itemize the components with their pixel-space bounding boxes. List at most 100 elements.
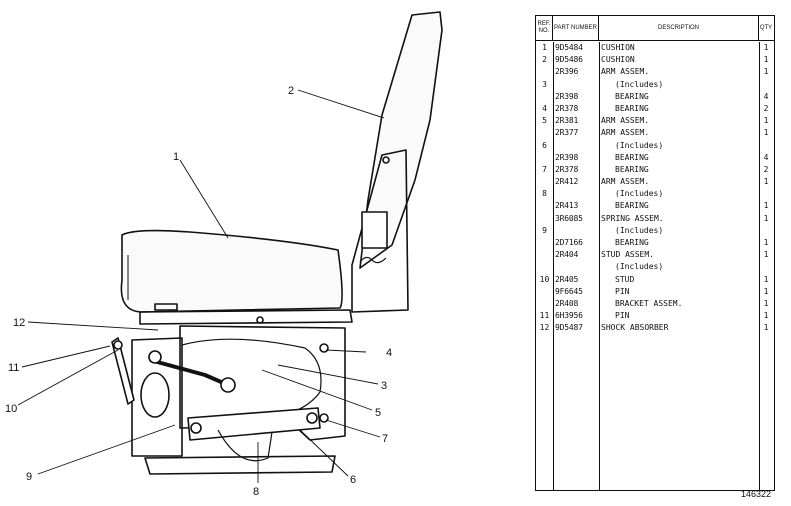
- description-cell: BEARING: [615, 201, 649, 211]
- part-number-cell: [553, 140, 599, 152]
- part-number-cell: [553, 188, 599, 200]
- description-cell: (Includes): [615, 225, 664, 235]
- qty-cell: 1: [763, 55, 769, 65]
- ref-cell: 4: [542, 103, 547, 113]
- part-number-cell: [553, 79, 599, 91]
- table-row: 3(Includes): [536, 79, 774, 91]
- ref-cell: [536, 200, 553, 212]
- header-part-number: PART NUMBER: [553, 16, 599, 40]
- qty-cell: 2: [763, 164, 769, 174]
- description-cell: ARM ASSEM.: [601, 128, 650, 138]
- qty-cell: 1: [763, 43, 769, 52]
- table-row: 2R398 BEARING 4: [536, 91, 774, 103]
- ref-cell: 7: [542, 164, 547, 174]
- table-row: 1 9D5484 CUSHION 1: [536, 42, 774, 54]
- part-number-cell: [553, 225, 599, 237]
- part-number-cell: 2R398: [555, 91, 579, 101]
- description-cell: BEARING: [615, 91, 649, 101]
- description-cell: ARM ASSEM.: [601, 116, 650, 126]
- part-number-cell: 2R412: [555, 177, 579, 187]
- description-cell: SHOCK ABSORBER: [601, 323, 669, 333]
- table-header: REF. NO. PART NUMBER DESCRIPTION QTY: [536, 16, 774, 41]
- part-number-cell: 2R405: [555, 274, 579, 284]
- qty-cell: 1: [763, 116, 769, 126]
- callout-5: 5: [375, 407, 381, 419]
- part-number-cell: 3R6085: [555, 213, 583, 223]
- header-description: DESCRIPTION: [599, 16, 759, 40]
- bracket-window: [361, 211, 388, 249]
- qty-cell: 1: [763, 250, 769, 260]
- ref-cell: 2: [542, 55, 547, 65]
- qty-cell: 1: [763, 128, 769, 138]
- ref-cell: [536, 286, 553, 298]
- ref-cell: [536, 91, 553, 103]
- description-cell: (Includes): [615, 140, 664, 150]
- ref-cell: [536, 127, 553, 139]
- description-cell: SPRING ASSEM.: [601, 213, 664, 223]
- description-cell: BRACKET ASSEM.: [615, 298, 683, 308]
- ref-cell: 9: [542, 225, 547, 235]
- callout-12: 12: [13, 317, 25, 329]
- part-number-cell: 2R404: [555, 250, 579, 260]
- qty-cell: 1: [763, 238, 769, 247]
- adjust-lever: [111, 337, 135, 405]
- part-number-cell: [553, 261, 599, 273]
- description-cell: ARM ASSEM.: [601, 67, 650, 77]
- ref-cell: [536, 237, 553, 249]
- part-number-cell: 2R408: [555, 298, 579, 308]
- ref-cell: 5: [542, 116, 547, 126]
- table-row: 6 (Includes): [536, 140, 774, 152]
- ref-cell: [536, 213, 553, 225]
- seat-back-bracket: [351, 149, 409, 313]
- description-cell: (Includes): [615, 262, 664, 272]
- qty-cell: 1: [763, 177, 769, 187]
- part-number-cell: 2R398: [555, 152, 579, 162]
- qty-cell: [759, 188, 773, 200]
- description-cell: BEARING: [615, 152, 649, 162]
- ref-cell: [536, 66, 553, 78]
- callout-1: 1: [173, 151, 179, 163]
- left-frame: [131, 337, 183, 457]
- description-cell: BEARING: [615, 238, 649, 247]
- part-number-cell: 9D5487: [555, 323, 583, 333]
- description-cell: CUSHION: [601, 43, 635, 52]
- part-number-cell: 2D7166: [555, 238, 583, 247]
- qty-cell: [759, 79, 773, 91]
- ref-cell: 6: [542, 140, 547, 150]
- top-plate: [139, 309, 353, 325]
- qty-cell: 1: [763, 274, 769, 284]
- callout-2: 2: [288, 85, 294, 97]
- table-row: 2D7166 BEARING 1: [536, 237, 774, 249]
- ref-cell: [536, 261, 553, 273]
- callout-4: 4: [386, 347, 392, 359]
- qty-cell: 1: [763, 213, 769, 223]
- ref-cell: [536, 176, 553, 188]
- callout-9: 9: [26, 471, 32, 483]
- callout-8: 8: [253, 486, 259, 498]
- ref-cell: 1: [542, 43, 547, 52]
- qty-cell: [759, 225, 773, 237]
- callout-10: 10: [5, 403, 17, 415]
- ref-cell: [536, 298, 553, 310]
- qty-cell: 4: [763, 91, 769, 101]
- qty-cell: 1: [763, 298, 769, 308]
- qty-cell: 1: [763, 201, 769, 211]
- qty-cell: [759, 140, 773, 152]
- part-number-cell: 9D5484: [555, 43, 583, 52]
- ref-cell: 11: [539, 311, 550, 321]
- qty-cell: 1: [763, 323, 769, 333]
- part-number-cell: 2R396: [555, 67, 579, 77]
- ref-cell: 3: [542, 79, 547, 89]
- part-number-cell: 6H3956: [555, 311, 583, 321]
- seat-cushion: [120, 229, 343, 313]
- seat-exploded-diagram: 1 2 3 4 5 6 7 8 9 10 11 12: [5, 11, 443, 498]
- description-cell: (Includes): [615, 189, 664, 199]
